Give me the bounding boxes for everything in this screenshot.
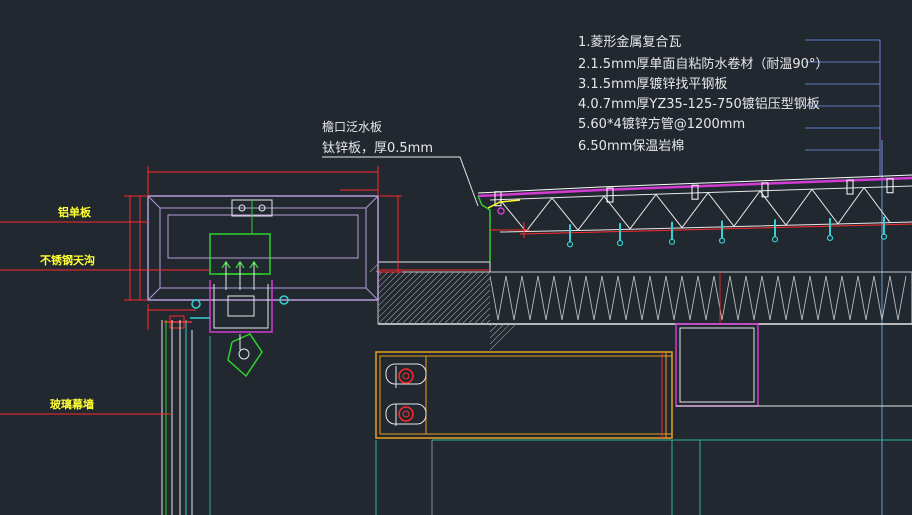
bolt-icon — [385, 363, 427, 388]
hatch-line — [377, 271, 401, 295]
dimension-lines — [124, 166, 490, 330]
hatch-line — [489, 323, 493, 327]
fastener-head-icon — [880, 233, 888, 240]
fastener-head-icon — [668, 238, 676, 245]
roof-assembly — [477, 174, 912, 262]
left-labels: 铝单板 不锈钢天沟 玻璃幕墙 — [0, 205, 210, 415]
spec-item-4: 4.0.7mm厚YZ35-125-750镀铝压型钢板 — [578, 96, 820, 112]
hatch-line — [419, 271, 473, 325]
hatch-line — [377, 271, 389, 283]
hatch-line — [489, 323, 499, 333]
steel-beam — [375, 351, 673, 439]
hatch-line — [383, 271, 437, 325]
hatch-line — [377, 271, 395, 289]
spec-item-2: 2.1.5mm厚单面自粘防水卷材（耐温90°） — [578, 56, 828, 72]
hatch-line — [413, 271, 467, 325]
hatch-line — [377, 271, 431, 325]
hatch-line — [377, 271, 419, 313]
hatch-line — [437, 271, 491, 325]
hatch-line — [443, 277, 491, 325]
roof-fasteners — [494, 178, 894, 248]
insulation-layer — [369, 261, 912, 351]
hatch-line — [377, 271, 407, 301]
label-stainless-gutter: 不锈钢天沟 — [40, 253, 95, 267]
hatch-line — [461, 295, 491, 325]
hatch-line — [455, 289, 491, 325]
fastener-head-icon — [616, 239, 624, 247]
label-aluminum-panel: 铝单板 — [58, 205, 92, 219]
hatch-line — [407, 271, 461, 325]
flashing-callout: 檐口泛水板 钛锌板，厚0.5mm — [322, 120, 479, 207]
roof-clip-icon — [494, 191, 502, 207]
spec-item-5: 5.60*4镀锌方管@1200mm — [578, 116, 745, 132]
bolt-icon — [385, 403, 427, 426]
hatch-line — [449, 283, 491, 325]
stainless-gutter — [164, 280, 289, 378]
hatch-line — [369, 263, 379, 273]
fastener-head-icon — [771, 236, 779, 243]
hatch-line — [389, 271, 443, 325]
spec-list: 1.菱形金属复合瓦 2.1.5mm厚单面自粘防水卷材（耐温90°） 3.1.5m… — [578, 34, 828, 154]
hatch-line — [489, 323, 517, 351]
spec-item-6: 6.50mm保温岩棉 — [578, 139, 684, 154]
curtain-wall-mullions — [161, 320, 211, 515]
fastener-head-icon — [826, 234, 834, 242]
fastener-head-icon — [718, 237, 726, 244]
aluminum-panel-box — [147, 195, 379, 301]
hatch-line — [467, 301, 491, 325]
hatch-line — [489, 323, 505, 339]
hatch-line — [401, 271, 455, 325]
hatch-line — [431, 271, 485, 325]
hatch-line — [395, 271, 449, 325]
hatch-line — [377, 271, 425, 319]
roof-clip-icon — [761, 182, 769, 198]
roof-clip-icon — [606, 187, 614, 203]
hatch-line — [479, 313, 491, 325]
hatch-line — [489, 323, 511, 345]
label-curtain-wall: 玻璃幕墙 — [50, 397, 94, 411]
roof-clip-icon — [691, 184, 699, 200]
flashing-label-line1: 檐口泛水板 — [322, 120, 382, 134]
spec-leader-lines — [805, 39, 881, 176]
hatch-line — [473, 307, 491, 325]
flashing-label-line2: 钛锌板，厚0.5mm — [322, 141, 433, 156]
vertical-reference-lines — [375, 140, 883, 515]
roof-clip-icon — [846, 179, 854, 195]
roof-clip-icon — [886, 178, 894, 194]
hatch-line — [485, 319, 491, 325]
spec-item-1: 1.菱形金属复合瓦 — [578, 34, 681, 50]
fastener-head-icon — [566, 241, 574, 248]
hatch-line — [377, 271, 413, 307]
hatch-line — [425, 271, 479, 325]
spec-item-3: 3.1.5mm厚镀锌找平钢板 — [578, 76, 727, 92]
steel-column — [432, 323, 912, 441]
